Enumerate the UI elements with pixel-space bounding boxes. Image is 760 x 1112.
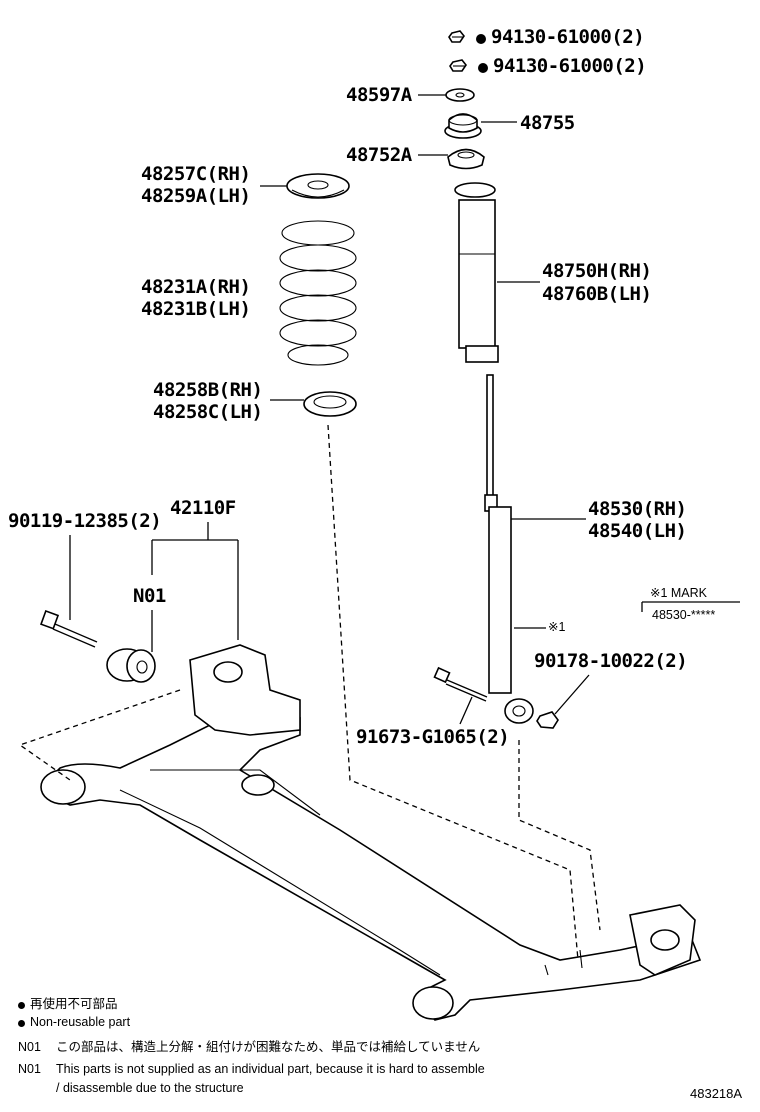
figure-id: 483218A	[690, 1086, 743, 1101]
label-bumper-rh: 48750H(RH)	[542, 260, 652, 282]
legend-n01-code-en: N01	[18, 1062, 41, 1076]
legend-n01-en-line1: This parts is not supplied as an individ…	[56, 1062, 485, 1076]
label-nut-1-text: 94130-61000(2)	[491, 26, 645, 48]
legend-n01-code-jp: N01	[18, 1040, 41, 1054]
nonreusable-dot-icon	[478, 63, 488, 73]
label-lower-bolt: 91673-G1065(2)	[356, 726, 510, 748]
label-insulator-rh: 48257C(RH)	[141, 163, 251, 185]
label-front-bolt: 90119-12385(2)	[8, 510, 162, 532]
nonreusable-dot-icon	[476, 34, 486, 44]
legend-n01-en-line2: / disassemble due to the structure	[56, 1081, 244, 1095]
mark-box-title: ※1 MARK	[650, 586, 708, 600]
lower-nut-part	[536, 711, 559, 729]
top-nut-2	[449, 59, 467, 72]
legend-n01-jp: この部品は、構造上分解・組付けが困難なため、単品では補給していません	[56, 1040, 481, 1054]
label-n01-bushing: N01	[133, 585, 166, 607]
bump-stopper-part	[454, 182, 499, 363]
label-spring-rh: 48231A(RH)	[141, 276, 251, 298]
label-lower-seat-rh: 48258B(RH)	[153, 379, 263, 401]
label-mark-ref: ※1	[548, 620, 566, 634]
label-lower-mount: 48752A	[346, 144, 412, 166]
label-absorber-rh: 48530(RH)	[588, 498, 687, 520]
legend-nonreusable-jp: 再使用不可部品	[18, 997, 118, 1012]
label-washer: 48597A	[346, 84, 412, 106]
legend-nonreusable-jp-text: 再使用不可部品	[30, 997, 118, 1011]
nonreusable-dot-icon	[18, 1002, 25, 1009]
legend-nonreusable-en-text: Non-reusable part	[30, 1015, 131, 1029]
nonreusable-dot-icon	[18, 1020, 25, 1027]
label-absorber-lh: 48540(LH)	[588, 520, 687, 542]
label-nut-2-text: 94130-61000(2)	[493, 55, 647, 77]
legend-nonreusable-en: Non-reusable part	[18, 1015, 130, 1030]
lower-mount-part	[447, 148, 485, 170]
washer-part	[445, 88, 475, 102]
front-bolt-part	[40, 610, 98, 648]
label-lower-seat-lh: 48258C(LH)	[153, 401, 263, 423]
upper-insulator-part	[286, 173, 350, 199]
coil-spring-part	[279, 220, 357, 366]
label-nut-2: 94130-61000(2)	[478, 55, 647, 77]
shock-absorber-part	[484, 374, 534, 724]
label-axle-beam: 42110F	[170, 497, 236, 519]
bushing-part	[106, 648, 156, 683]
axle-beam-part	[40, 644, 702, 1021]
label-nut-1: 94130-61000(2)	[476, 26, 645, 48]
label-bumper-lh: 48760B(LH)	[542, 283, 652, 305]
mark-box-value: 48530-*****	[652, 608, 716, 622]
lower-seat-part	[303, 391, 357, 417]
label-lower-nut: 90178-10022(2)	[534, 650, 688, 672]
label-insulator-lh: 48259A(LH)	[141, 185, 251, 207]
label-spring-lh: 48231B(LH)	[141, 298, 251, 320]
label-upper-mount: 48755	[520, 112, 575, 134]
upper-mount-part	[444, 113, 482, 139]
lower-bolt-part	[433, 666, 488, 702]
top-nut-1	[448, 30, 465, 43]
